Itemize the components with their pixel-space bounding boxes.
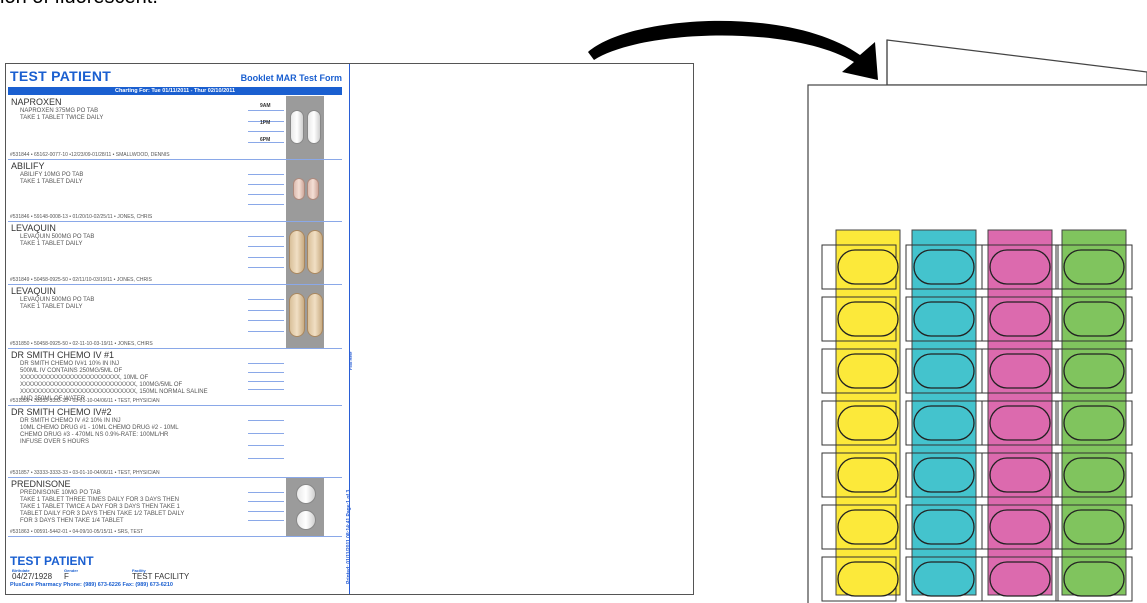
blister-bubble — [838, 302, 898, 336]
blister-bubble — [914, 458, 974, 492]
blister-bubble — [990, 250, 1050, 284]
blister-bubble — [1064, 354, 1124, 388]
blister-bubble — [1064, 250, 1124, 284]
blister-bubble — [914, 250, 974, 284]
blister-bubble — [914, 302, 974, 336]
blister-bubble — [914, 562, 974, 596]
card-flap — [887, 40, 1147, 85]
blister-bubble — [838, 406, 898, 440]
blister-bubble — [1064, 562, 1124, 596]
blister-bubble — [990, 354, 1050, 388]
blister-bubble — [990, 406, 1050, 440]
blister-bubble — [990, 458, 1050, 492]
blister-bubble — [838, 510, 898, 544]
blister-bubble — [838, 250, 898, 284]
blister-bubble — [1064, 302, 1124, 336]
blister-bubble — [914, 354, 974, 388]
blister-bubble — [914, 510, 974, 544]
blister-bubble — [838, 354, 898, 388]
blister-bubble — [990, 562, 1050, 596]
blister-bubble — [914, 406, 974, 440]
blister-bubble — [1064, 406, 1124, 440]
blister-bubble — [990, 302, 1050, 336]
blister-bubble — [1064, 510, 1124, 544]
blister-bubble — [990, 510, 1050, 544]
blister-bubble — [838, 562, 898, 596]
blister-bubble — [838, 458, 898, 492]
blister-bubble — [1064, 458, 1124, 492]
